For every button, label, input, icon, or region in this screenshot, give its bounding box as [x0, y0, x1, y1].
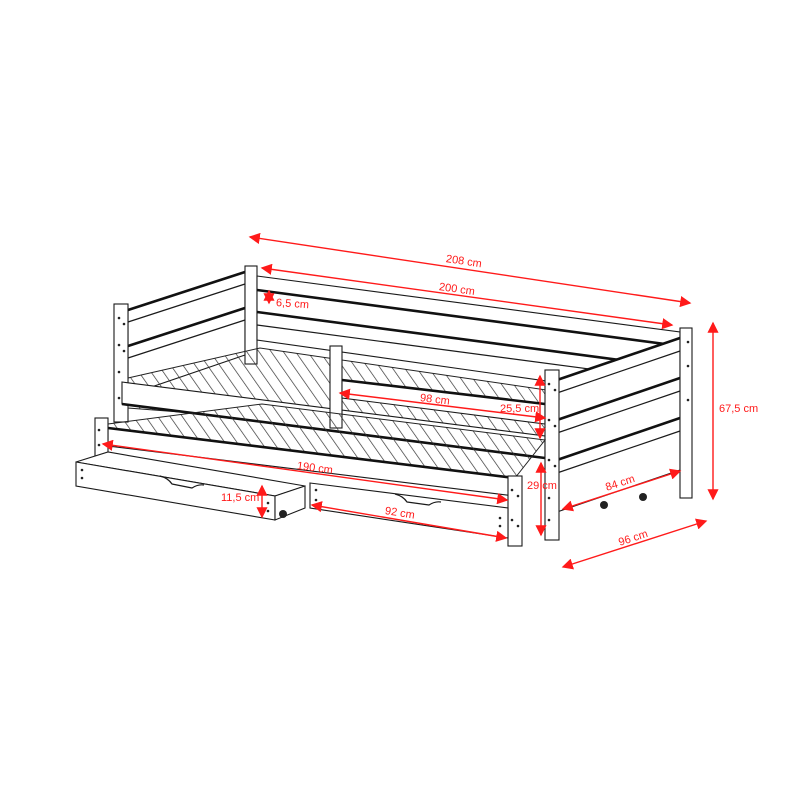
dim-92	[310, 501, 508, 542]
label-guard-height: 25,5 cm	[500, 403, 540, 415]
caster-wheel	[639, 493, 647, 501]
right-front-post	[544, 369, 560, 541]
dim-190	[101, 439, 509, 505]
dimension-lines	[101, 232, 719, 570]
label-drawer-height: 11,5 cm	[221, 492, 260, 504]
caster-wheel	[279, 510, 287, 518]
label-rail-height: 6,5 cm	[275, 297, 310, 312]
dim-98	[338, 388, 547, 423]
label-overall-height: 67,5 cm	[719, 403, 759, 415]
right-back-post	[679, 327, 693, 499]
label-trundle-height: 29 cm	[527, 480, 557, 492]
dim-84	[561, 468, 682, 512]
dim-200	[260, 263, 674, 330]
trundle-right-post	[507, 475, 523, 547]
dim-96	[561, 518, 708, 570]
caster-wheel	[600, 501, 608, 509]
